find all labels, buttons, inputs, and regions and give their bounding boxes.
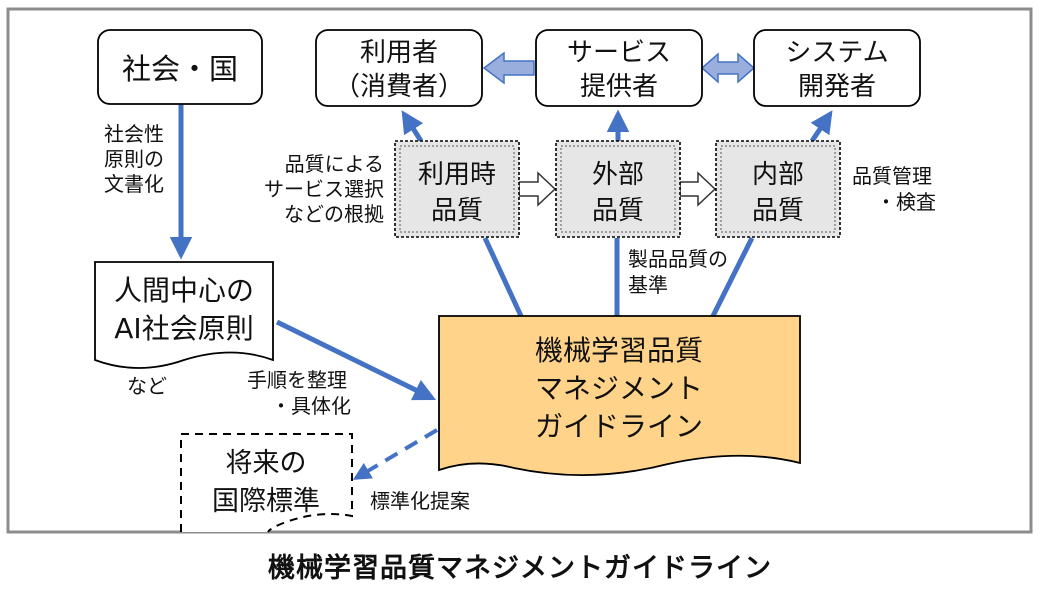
svg-text:開発者: 開発者 bbox=[798, 72, 876, 102]
svg-text:国際標準: 国際標準 bbox=[212, 486, 320, 517]
svg-text:外部: 外部 bbox=[592, 160, 644, 190]
label-quality-management: 品質管理 ・検査 bbox=[852, 164, 936, 214]
arrow-internal-quality-to-developer bbox=[809, 110, 833, 143]
svg-text:機械学習品質: 機械学習品質 bbox=[535, 334, 703, 367]
label-product-quality-basis: 製品品質の 基準 bbox=[628, 247, 728, 297]
svg-text:社会・国: 社会・国 bbox=[122, 52, 238, 86]
hollow-arrow-provider-to-user bbox=[482, 51, 535, 85]
svg-text:利用時: 利用時 bbox=[418, 160, 496, 190]
svg-text:提供者: 提供者 bbox=[580, 72, 658, 102]
node-quality-in-use: 利用時 品質 bbox=[394, 140, 520, 238]
svg-text:（消費者）: （消費者） bbox=[334, 72, 464, 102]
label-documentation: 社会性 原則の 文書化 bbox=[104, 122, 164, 196]
svg-text:品質管理: 品質管理 bbox=[852, 164, 932, 188]
svg-text:利用者: 利用者 bbox=[360, 38, 438, 68]
svg-text:品質: 品質 bbox=[752, 196, 804, 226]
svg-text:人間中心の: 人間中心の bbox=[114, 274, 254, 307]
svg-text:などの根拠: などの根拠 bbox=[284, 202, 384, 226]
arrow-quality-in-use-to-user bbox=[401, 110, 424, 143]
svg-text:文書化: 文書化 bbox=[104, 172, 164, 196]
label-standardization: 標準化提案 bbox=[370, 489, 470, 513]
figure-caption: 機械学習品質マネジメントガイドライン bbox=[268, 553, 772, 584]
label-etc: など bbox=[127, 374, 167, 398]
svg-text:社会性: 社会性 bbox=[104, 122, 164, 146]
node-user: 利用者 （消費者） bbox=[315, 29, 483, 107]
node-provider: サービス 提供者 bbox=[535, 29, 703, 107]
arrow-guideline-to-internal-quality bbox=[710, 236, 755, 318]
svg-text:原則の: 原則の bbox=[104, 147, 164, 171]
svg-text:手順を整理: 手順を整理 bbox=[247, 368, 347, 392]
arrow-guideline-to-quality-in-use bbox=[482, 236, 524, 318]
svg-text:ガイドライン: ガイドライン bbox=[535, 410, 703, 443]
node-guideline: 機械学習品質 マネジメント ガイドライン bbox=[438, 315, 801, 477]
arrow-guideline-to-future-standard bbox=[352, 428, 439, 480]
label-service-selection: 品質による サービス選択 などの根拠 bbox=[264, 152, 384, 226]
svg-text:品質: 品質 bbox=[592, 196, 644, 226]
arrow-principles-to-guideline bbox=[275, 319, 437, 401]
node-internal-quality: 内部 品質 bbox=[715, 140, 841, 238]
svg-text:内部: 内部 bbox=[752, 160, 804, 190]
svg-text:サービス: サービス bbox=[567, 38, 671, 68]
white-arrow-external-to-internal bbox=[679, 171, 717, 207]
node-developer: システム 開発者 bbox=[753, 29, 921, 107]
label-organize: 手順を整理 ・具体化 bbox=[247, 368, 351, 418]
svg-text:AI社会原則: AI社会原則 bbox=[114, 312, 253, 345]
svg-text:品質による: 品質による bbox=[285, 152, 384, 176]
white-arrow-use-to-external bbox=[518, 171, 557, 207]
svg-text:製品品質の: 製品品質の bbox=[628, 247, 728, 271]
svg-text:マネジメント: マネジメント bbox=[535, 372, 703, 405]
svg-text:サービス選択: サービス選択 bbox=[264, 177, 384, 201]
node-external-quality: 外部 品質 bbox=[555, 140, 681, 238]
node-society: 社会・国 bbox=[97, 29, 263, 105]
svg-text:将来の: 将来の bbox=[226, 448, 307, 479]
svg-text:基準: 基準 bbox=[628, 273, 668, 297]
svg-text:品質: 品質 bbox=[431, 196, 483, 226]
svg-text:システム: システム bbox=[785, 38, 888, 68]
svg-text:・検査: ・検査 bbox=[876, 190, 936, 214]
node-future-standard: 将来の 国際標準 bbox=[180, 433, 353, 533]
svg-text:・具体化: ・具体化 bbox=[271, 394, 351, 418]
node-ai-principles: 人間中心の AI社会原則 bbox=[94, 261, 274, 369]
